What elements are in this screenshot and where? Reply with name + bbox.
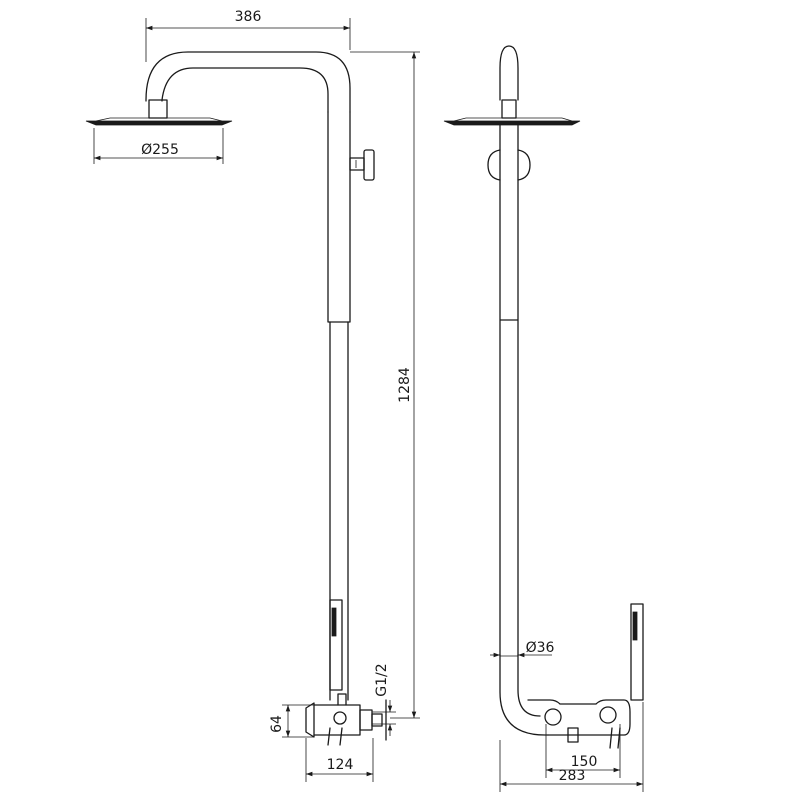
front-wall-bracket (349, 149, 375, 181)
dimension-mixer-height: 64 (269, 704, 314, 738)
dimension-head-diameter-label: Ø255 (141, 142, 179, 158)
dimension-pipe-diameter-label: Ø36 (526, 640, 555, 656)
side-bottom-bend (499, 654, 549, 736)
side-column (499, 124, 519, 656)
dimension-column-height-label: 1284 (397, 367, 413, 403)
dimension-mixer-width-label: 124 (327, 757, 354, 773)
dimension-head-diameter: Ø255 (93, 128, 224, 164)
side-wall-bracket (487, 149, 531, 181)
front-hand-shower (329, 599, 343, 691)
dimension-arm-reach-label: 386 (235, 9, 262, 25)
front-column-lower (329, 321, 349, 701)
front-column-upper (327, 111, 351, 323)
side-arm-connector (501, 99, 517, 119)
dimension-inlet-thread: G1/2 (372, 663, 396, 736)
front-shower-head (85, 117, 233, 126)
side-mixer (527, 699, 631, 749)
dimension-mixer-width: 124 (305, 738, 374, 782)
side-arm-top (499, 45, 519, 101)
dimension-total-depth: 283 (499, 702, 644, 792)
dimension-pipe-diameter: Ø36 (490, 640, 555, 658)
dimension-handset-offset-label: 150 (571, 754, 598, 770)
dimension-mixer-height-label: 64 (269, 715, 285, 733)
dimension-column-height: 1284 (350, 51, 420, 719)
side-hand-shower (630, 603, 644, 701)
dimension-total-depth-label: 283 (559, 768, 586, 784)
front-shower-arm (145, 51, 351, 113)
side-view (443, 45, 644, 749)
front-view (85, 51, 387, 746)
side-shower-head (443, 117, 581, 126)
front-arm-connector (148, 99, 168, 119)
front-mixer (305, 693, 387, 746)
dimension-handset-offset: 150 (545, 724, 621, 778)
dimension-inlet-thread-label: G1/2 (374, 663, 390, 696)
dimension-arm-reach: 386 (145, 9, 351, 62)
